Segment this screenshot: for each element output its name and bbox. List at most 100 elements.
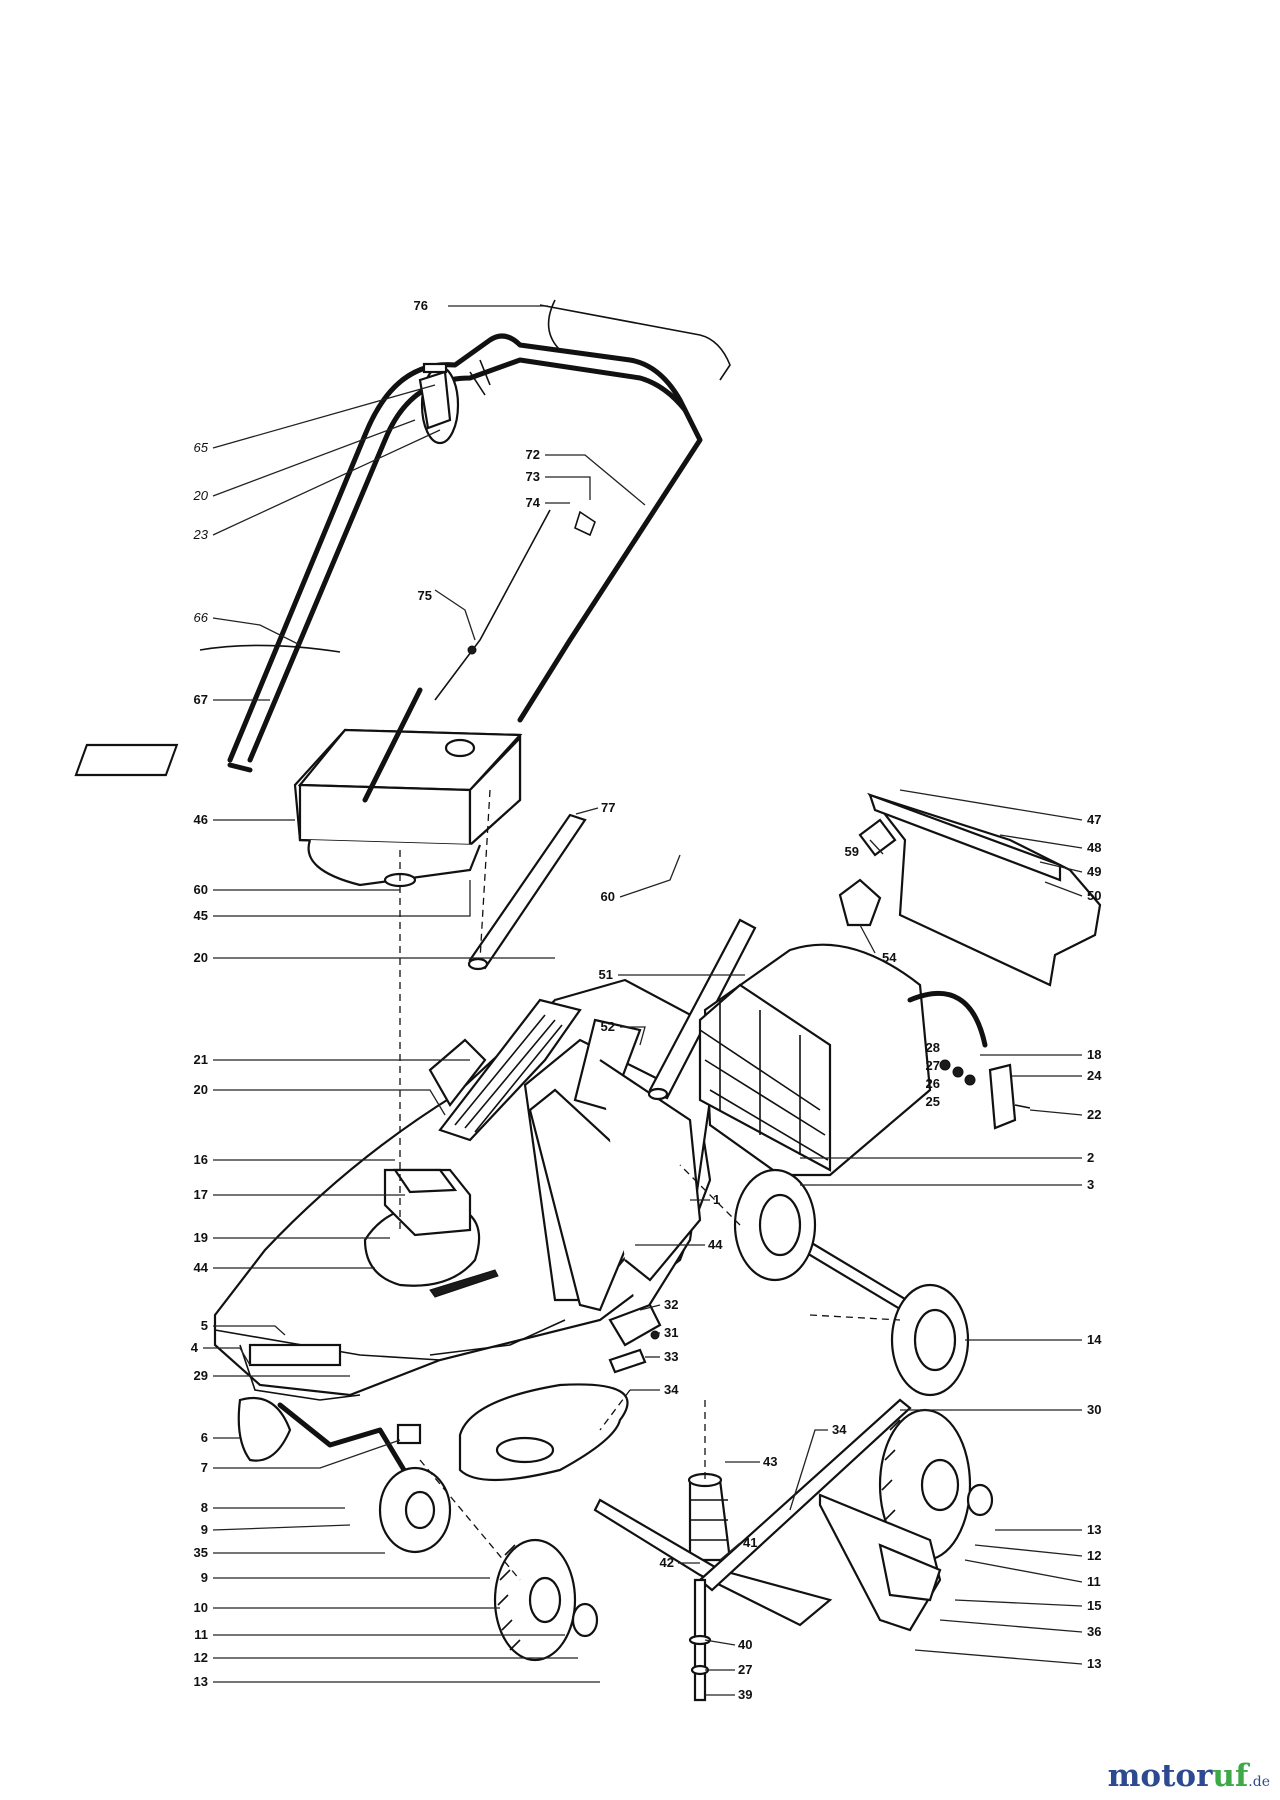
callout-label-17: 17 bbox=[194, 1187, 208, 1202]
callout-label-22: 22 bbox=[1087, 1107, 1101, 1122]
callout-label-51: 51 bbox=[599, 967, 613, 982]
callout-label-16: 16 bbox=[194, 1152, 208, 1167]
callout-label-48: 48 bbox=[1087, 840, 1101, 855]
assembly-lines bbox=[399, 789, 901, 1581]
front-wheel-right-15 bbox=[878, 1408, 972, 1562]
cutting-blade-41 bbox=[593, 1398, 912, 1627]
plug-54 bbox=[838, 878, 882, 927]
callout-label-25: 25 bbox=[926, 1094, 940, 1109]
rear-wheel-left bbox=[733, 1168, 817, 1282]
handle-upper bbox=[227, 299, 731, 763]
callout-label-65: 65 bbox=[194, 440, 209, 455]
wheel-cap-11-12 bbox=[571, 1602, 599, 1638]
callout-leaders bbox=[203, 305, 1083, 1696]
callout-label-45: 45 bbox=[194, 908, 208, 923]
bag-frame-bolts bbox=[939, 1059, 1031, 1109]
callout-label-27: 27 bbox=[926, 1058, 940, 1073]
callout-label-4: 4 bbox=[191, 1340, 199, 1355]
callout-label-20: 20 bbox=[193, 488, 209, 503]
callout-label-46: 46 bbox=[194, 812, 208, 827]
blade-holder-43 bbox=[687, 1472, 732, 1562]
callout-label-76: 76 bbox=[414, 298, 428, 313]
callout-label-8: 8 bbox=[201, 1500, 208, 1515]
callout-label-20: 20 bbox=[194, 950, 208, 965]
watermark-motor: motor bbox=[1107, 1758, 1213, 1794]
callout-label-11: 11 bbox=[1087, 1574, 1101, 1589]
rear-deflector bbox=[858, 792, 1102, 987]
brand-watermark: motoruf.de bbox=[1108, 1758, 1270, 1794]
callout-label-20: 20 bbox=[194, 1082, 208, 1097]
side-bracket-24 bbox=[988, 1063, 1017, 1130]
rear-flap-1 bbox=[528, 1059, 702, 1312]
callout-label-67: 67 bbox=[194, 692, 208, 707]
callout-label-41: 41 bbox=[743, 1535, 757, 1550]
callout-label-14: 14 bbox=[1087, 1332, 1102, 1347]
callout-label-34: 34 bbox=[832, 1422, 847, 1437]
callout-label-72: 72 bbox=[526, 447, 540, 462]
callout-label-9: 9 bbox=[201, 1522, 208, 1537]
watermark-tld: .de bbox=[1248, 1774, 1270, 1790]
callout-label-28: 28 bbox=[926, 1040, 940, 1055]
callout-label-26: 26 bbox=[926, 1076, 940, 1091]
callout-labels: 7665202372737475666746774748495059604560… bbox=[191, 298, 1102, 1702]
callout-label-27: 27 bbox=[738, 1662, 752, 1677]
engine-mount-plate bbox=[363, 1168, 481, 1287]
callout-label-73: 73 bbox=[526, 469, 540, 484]
handle-tube-77 bbox=[467, 813, 587, 971]
callout-label-52: 52 bbox=[601, 1019, 615, 1034]
blade-spindle-40 bbox=[688, 1578, 712, 1702]
wheel-cap-right bbox=[966, 1483, 994, 1517]
callout-label-43: 43 bbox=[763, 1454, 777, 1469]
callout-label-60: 60 bbox=[601, 889, 615, 904]
rear-wheel-14 bbox=[890, 1283, 970, 1397]
callout-label-54: 54 bbox=[882, 950, 897, 965]
callout-label-1: 1 bbox=[713, 1192, 720, 1207]
height-adjuster-7 bbox=[277, 1402, 422, 1483]
cutting-blade-disc bbox=[458, 1383, 629, 1482]
callout-label-75: 75 bbox=[418, 588, 432, 603]
callout-label-34: 34 bbox=[664, 1382, 679, 1397]
throttle-cable-75 bbox=[434, 509, 596, 701]
callout-label-9: 9 bbox=[201, 1570, 208, 1585]
callout-label-31: 31 bbox=[664, 1325, 678, 1340]
callout-label-13: 13 bbox=[1087, 1656, 1101, 1671]
callout-label-50: 50 bbox=[1087, 888, 1101, 903]
callout-label-77: 77 bbox=[601, 800, 615, 815]
callout-label-7: 7 bbox=[201, 1460, 208, 1475]
callout-label-13: 13 bbox=[1087, 1522, 1101, 1537]
callout-label-32: 32 bbox=[664, 1297, 678, 1312]
callout-label-21: 21 bbox=[194, 1052, 208, 1067]
callout-label-19: 19 bbox=[194, 1230, 208, 1245]
bracket-33 bbox=[608, 1348, 647, 1374]
callout-label-15: 15 bbox=[1087, 1598, 1101, 1613]
front-wheel-10 bbox=[493, 1538, 577, 1662]
mulch-plug-36 bbox=[818, 1493, 942, 1632]
callout-label-18: 18 bbox=[1087, 1047, 1101, 1062]
callout-label-30: 30 bbox=[1087, 1402, 1101, 1417]
front-wheel-35 bbox=[378, 1466, 452, 1554]
engine-46 bbox=[74, 687, 523, 888]
callout-label-40: 40 bbox=[738, 1637, 752, 1652]
grass-catcher-bag bbox=[698, 943, 988, 1177]
front-wheel-left-6 bbox=[237, 1396, 292, 1462]
callout-label-42: 42 bbox=[660, 1555, 674, 1570]
grass-guard-plate-21 bbox=[428, 998, 582, 1142]
callout-label-5: 5 bbox=[201, 1318, 208, 1333]
callout-label-60: 60 bbox=[194, 882, 208, 897]
callout-label-74: 74 bbox=[526, 495, 541, 510]
callout-label-10: 10 bbox=[194, 1600, 208, 1615]
callout-label-36: 36 bbox=[1087, 1624, 1101, 1639]
callout-label-11: 11 bbox=[194, 1627, 208, 1642]
callout-label-47: 47 bbox=[1087, 812, 1101, 827]
callout-label-3: 3 bbox=[1087, 1177, 1094, 1192]
callout-label-13: 13 bbox=[194, 1674, 208, 1689]
callout-label-23: 23 bbox=[193, 527, 209, 542]
bracket-32-31 bbox=[608, 1303, 662, 1347]
handle-tube-51 bbox=[647, 918, 757, 1101]
callout-label-29: 29 bbox=[194, 1368, 208, 1383]
callout-label-2: 2 bbox=[1087, 1150, 1094, 1165]
callout-label-24: 24 bbox=[1087, 1068, 1102, 1083]
callout-label-49: 49 bbox=[1087, 864, 1101, 879]
callout-label-44: 44 bbox=[708, 1237, 723, 1252]
